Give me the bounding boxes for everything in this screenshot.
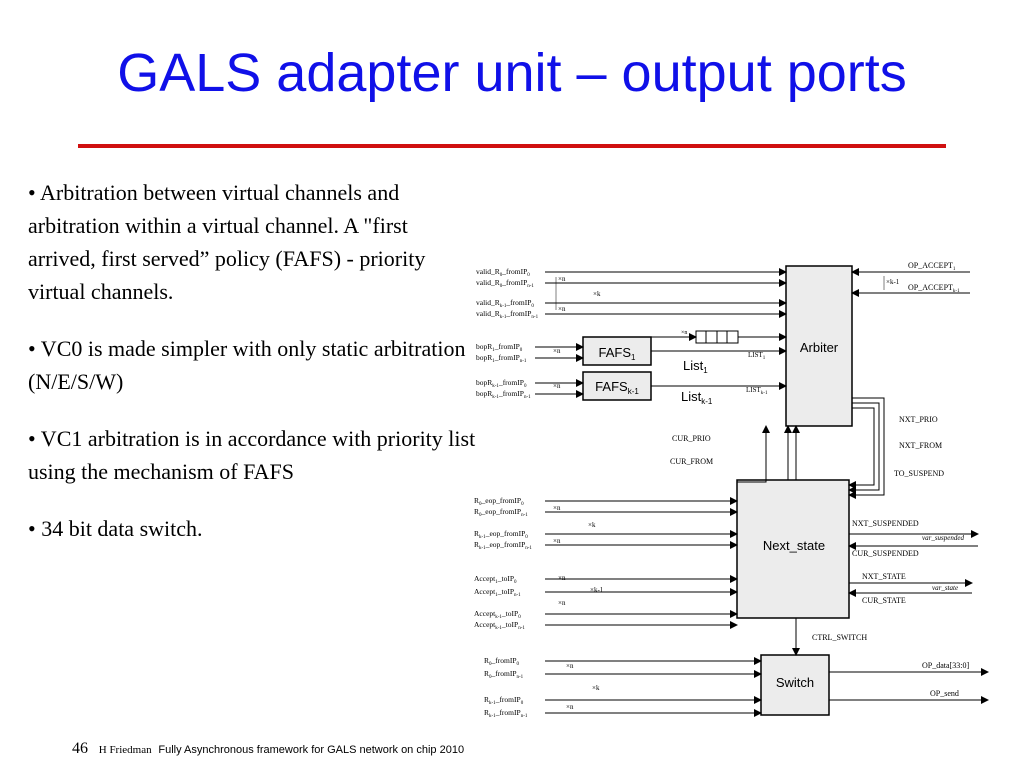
bullet-item: • VC0 is made simpler with only static a…	[28, 336, 466, 394]
arbiter-block	[785, 265, 853, 427]
input-label: Acceptk-1_toIPn-1	[474, 620, 525, 631]
signal-label: OP_send	[930, 689, 959, 698]
input-label: valid_R0_fromIP0	[476, 267, 530, 278]
bullet-item: • VC1 arbitration is in accordance with …	[28, 426, 476, 484]
switch-label: Switch	[776, 675, 814, 690]
input-label: bopR1_fromIPn-1	[476, 353, 527, 364]
bus-width-label: ×n	[558, 574, 566, 582]
input-label: Accept1_toIPn-1	[474, 587, 521, 598]
bus-width-label: ×n	[558, 305, 566, 313]
list-1-label: List1	[683, 358, 708, 375]
title-underline	[78, 144, 946, 148]
bus-width-label: ×k	[592, 684, 600, 692]
bullet-list: • Arbitration between virtual channels a…	[28, 176, 478, 545]
input-label: Acceptk-1_toIP0	[474, 609, 521, 620]
bus-width-label: ×n	[553, 347, 561, 355]
signal-label: var_suspended	[922, 534, 964, 542]
signal-label: NXT_PRIO	[899, 415, 938, 424]
signal-label: NXT_SUSPENDED	[852, 519, 919, 528]
bus-width-label: ×n	[558, 599, 566, 607]
input-label: Rk-1_eop_fromIP0	[474, 529, 528, 540]
input-label: bopR1_fromIP0	[476, 342, 523, 353]
next-state-label: Next_state	[763, 538, 825, 553]
signal-label: CUR_PRIO	[672, 434, 711, 443]
signal-label: OP_ACCEPTk-1	[908, 283, 960, 294]
bus-width-label: ×n	[553, 382, 561, 390]
signal-label: CUR_FROM	[670, 457, 713, 466]
input-label: R0_fromIP0	[484, 656, 520, 667]
signal-label: CUR_SUSPENDED	[852, 549, 919, 558]
bus-width-label: ×n	[681, 330, 687, 336]
signal-label: OP_ACCEPT1	[908, 261, 956, 272]
next-state-inputs: R0_eop_fromIP0 R0_eop_fromIPn-1 Rk-1_eop…	[474, 496, 738, 631]
slide-title: GALS adapter unit – output ports	[117, 43, 907, 103]
signal-label: OP_data[33:0]	[922, 661, 969, 670]
signal-label: CTRL_SWITCH	[812, 633, 867, 642]
signal-label: LIST1	[748, 351, 766, 361]
fafs-1-label: FAFS1	[599, 345, 637, 362]
bus-width-label: ×n	[553, 504, 561, 512]
arbiter-inputs: valid_R0_fromIP0 valid_R0_fromIPn-1 vali…	[476, 267, 787, 320]
input-label: valid_Rk-1_fromIPn-1	[476, 309, 539, 320]
bullet-item: • 34 bit data switch.	[28, 516, 203, 541]
next-state-outputs: NXT_SUSPENDED CUR_SUSPENDED var_suspende…	[792, 519, 979, 656]
input-label: R0_eop_fromIPn-1	[474, 507, 528, 518]
fafs-k-label: FAFSk-1	[595, 379, 639, 396]
list-1-register	[695, 330, 739, 344]
next-state-block	[736, 479, 850, 619]
bullet-item: • Arbitration between virtual channels a…	[28, 180, 426, 304]
switch-io: R0_fromIP0 R0_fromIPn-1 Rk-1_fromIP0 Rk-…	[484, 656, 989, 719]
input-label: Rk-1_eop_fromIPn-1	[474, 540, 532, 551]
input-label: Rk-1_fromIP0	[484, 695, 524, 706]
arbiter-label: Arbiter	[800, 340, 839, 355]
input-label: bopRk-1_fromIPn-1	[476, 389, 531, 400]
signal-label: var_state	[932, 584, 958, 592]
input-label: Accept1_toIP0	[474, 574, 517, 585]
input-label: R0_fromIPn-1	[484, 669, 524, 680]
signal-label: NXT_FROM	[899, 441, 942, 450]
signal-label: NXT_STATE	[862, 572, 906, 581]
input-label: valid_R0_fromIPn-1	[476, 278, 534, 289]
bus-width-label: ×n	[553, 537, 561, 545]
bus-width-label: ×n	[566, 703, 574, 711]
bus-width-label: ×n	[566, 662, 574, 670]
page-number: 46	[72, 740, 88, 757]
list-k-label: Listk-1	[681, 389, 713, 406]
input-label: bopRk-1_fromIP0	[476, 378, 527, 389]
bus-width-label: ×k-1	[590, 586, 604, 594]
input-label: Rk-1_fromIPn-1	[484, 708, 528, 719]
slide-footer: 46 H Friedman Fully Asynchronous framewo…	[72, 740, 464, 758]
fafs-k-block	[582, 371, 652, 401]
switch-block	[760, 654, 830, 716]
input-label: R0_eop_fromIP0	[474, 496, 524, 507]
fafs-inputs: bopR1_fromIP0 bopR1_fromIPn-1 bopRk-1_fr…	[476, 330, 787, 400]
bus-width-label: ×k-1	[886, 278, 900, 286]
bus-width-label: ×k	[593, 290, 601, 298]
bus-width-label: ×k	[588, 521, 596, 529]
arbiter-outputs: OP_ACCEPT1 OP_ACCEPTk-1 ×k-1 NXT_PRIO NX…	[670, 261, 970, 499]
author: H Friedman	[98, 744, 152, 756]
signal-label: TO_SUSPEND	[894, 469, 944, 478]
signal-label: LISTk-1	[746, 386, 768, 396]
bus-width-label: ×n	[558, 275, 566, 283]
reference: Fully Asynchronous framework for GALS ne…	[158, 744, 465, 756]
input-label: valid_Rk-1_fromIP0	[476, 298, 534, 309]
signal-label: CUR_STATE	[862, 596, 906, 605]
